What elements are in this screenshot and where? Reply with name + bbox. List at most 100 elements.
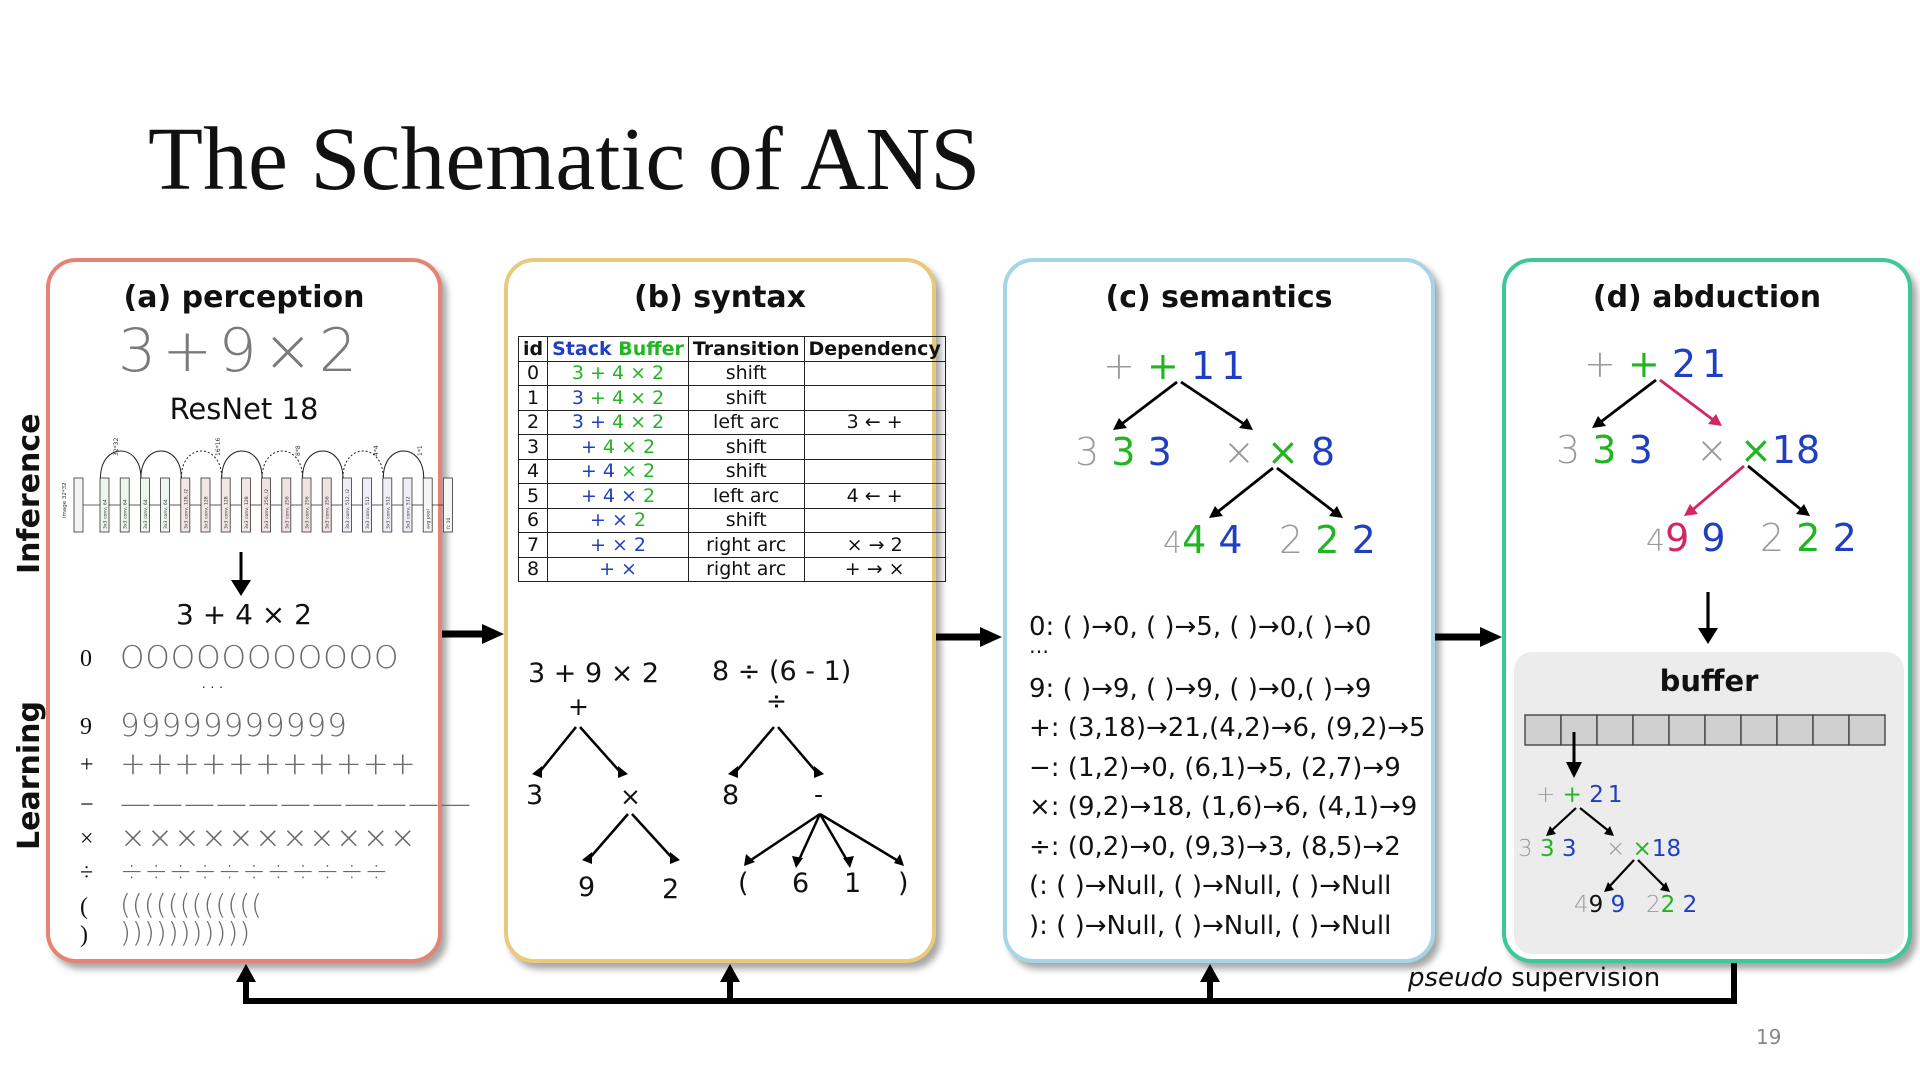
sem-lr-sym: 2 xyxy=(1315,518,1340,562)
abd-tree-edges xyxy=(1592,378,1810,644)
abd-mid-sym: × xyxy=(1739,428,1772,472)
tree2-c2: 6 xyxy=(792,868,810,899)
cell-transition: shift xyxy=(687,507,805,533)
cell-id: 4 xyxy=(517,458,549,484)
sem-left-hand: 3 xyxy=(1075,430,1100,474)
semantic-rule: +: (3,18)→21,(4,2)→6, (9,2)→5 xyxy=(1029,713,1426,743)
handwritten-expression: 3+9×2 xyxy=(118,316,364,386)
cell-transition: right arc xyxy=(687,532,805,558)
cell-buffer: 4 × 2 xyxy=(611,411,665,434)
cell-stack: + × xyxy=(590,509,628,532)
perception-title: (a) perception xyxy=(123,280,365,315)
mini-lr-val: 2 xyxy=(1682,892,1698,918)
sem-mid-hand: × xyxy=(1223,430,1255,474)
mini-lr-hand: 2 xyxy=(1646,892,1661,918)
cell-stack: + 4 xyxy=(580,460,615,483)
learning-row-label: ) xyxy=(80,922,88,948)
perception-output: 3 + 4 × 2 xyxy=(176,598,312,631)
feedback-loop xyxy=(243,963,1737,1004)
sem-root-hand: + xyxy=(1103,344,1135,388)
sem-ll-hand: 4 xyxy=(1163,526,1183,561)
tree1-edges xyxy=(532,726,904,868)
mini-lr-node: 22 2 xyxy=(1646,892,1697,918)
semantics-title: (c) semantics xyxy=(1105,280,1333,315)
buffer-cell xyxy=(1704,714,1742,746)
resnet-skip-arc xyxy=(180,450,223,479)
mini-root-node: + + 21 xyxy=(1536,782,1626,808)
semantic-rule: −: (1,2)→0, (6,1)→5, (2,7)→9 xyxy=(1029,752,1401,783)
resnet-skip-arc xyxy=(100,450,142,479)
resnet-input-label: image 32*32 xyxy=(62,482,68,518)
table-row: 8+ ×right arc+ → × xyxy=(517,556,946,582)
resnet-layer-label: 3x3 conv, 64 xyxy=(103,499,109,529)
cell-buffer: 3 + 4 × 2 xyxy=(571,362,665,385)
abd-left-node: 3 3 3 xyxy=(1556,428,1653,472)
cell-buffer: × 2 xyxy=(621,460,656,483)
resnet-layer-label: 3x3 conv, 512, /2 xyxy=(345,489,351,529)
cell-stack: 3 xyxy=(571,386,584,409)
mini-mid-node: × ×18 xyxy=(1606,836,1681,862)
resnet-size-label: 4*4 xyxy=(373,445,380,456)
cell-id: 3 xyxy=(517,434,549,460)
resnet-layer-label: 3x3 conv, 256 xyxy=(305,496,311,529)
resnet-size-label: 32*32 xyxy=(113,438,120,456)
sem-mid-sym: × xyxy=(1266,430,1299,474)
abd-left-hand: 3 xyxy=(1556,428,1581,472)
resnet-layer-label: 3x3 conv, 64 xyxy=(123,499,129,529)
mini-ll-val: 9 xyxy=(1610,892,1626,918)
cell-buffer: 2 xyxy=(633,509,647,532)
abduction-panel: (d) abduction + + 21 3 3 3 × ×18 49 9 2 … xyxy=(1502,258,1912,963)
resnet-layer-label: 3x3 conv, 512 xyxy=(385,496,391,529)
tree2-expression: 8 ÷ (6 - 1) xyxy=(712,656,852,687)
syntax-panel: (b) syntax id Stack Buffer Transition De… xyxy=(504,258,946,963)
buffer-cells xyxy=(1524,714,1886,746)
cell-stack: + xyxy=(580,435,597,458)
semantic-rule: … xyxy=(1029,634,1049,658)
learning-row-glyphs: OOOOOOOOOOO xyxy=(120,640,400,676)
semantic-rule: ): ( )→Null, ( )→Null, ( )→Null xyxy=(1029,910,1392,941)
sem-left-sym: 3 xyxy=(1111,430,1136,474)
down-arrow-icon xyxy=(231,552,251,596)
learning-row-glyphs: ÷÷÷÷÷÷÷÷÷÷÷ xyxy=(120,854,390,887)
learning-row-glyphs: 99999999999 xyxy=(120,708,348,744)
sem-tree-edges xyxy=(1113,380,1343,518)
cell-stack-buffer: + 4 × 2 xyxy=(547,434,689,460)
abd-mid-node: × ×18 xyxy=(1696,428,1820,472)
mini-mid-val: 18 xyxy=(1651,836,1682,862)
col-stack: Stack xyxy=(552,337,612,360)
learning-row-label: 9 xyxy=(80,714,92,740)
model-name: ResNet 18 xyxy=(169,392,319,426)
abd-mid-hand: × xyxy=(1696,428,1728,472)
tree1-lr: 2 xyxy=(662,874,680,905)
sem-ll-node: 44 4 xyxy=(1163,518,1243,562)
sem-left-node: 3 3 3 xyxy=(1075,430,1172,474)
semantic-rule: 0: ( )→0, ( )→5, ( )→0,( )→0 xyxy=(1029,612,1372,642)
abd-mid-val: 18 xyxy=(1771,428,1821,472)
semantic-rule: 9: ( )→9, ( )→9, ( )→0,( )→9 xyxy=(1029,673,1372,704)
sem-ll-val: 4 xyxy=(1218,518,1243,562)
mini-ll-hand: 4 xyxy=(1574,892,1589,918)
abd-ll-sym: 9 xyxy=(1665,516,1690,560)
pseudo-italic: pseudo xyxy=(1408,963,1503,993)
syntax-title: (b) syntax xyxy=(633,280,807,315)
resnet-size-label: 16*16 xyxy=(215,438,222,456)
resnet-layer-label: 3x3 conv, 256 xyxy=(284,496,290,529)
abd-root-sym: + xyxy=(1627,342,1660,386)
buffer-cell xyxy=(1668,714,1706,746)
abd-left-sym: 3 xyxy=(1592,428,1617,472)
supervision-text: supervision xyxy=(1502,963,1661,993)
tree1-ll: 9 xyxy=(578,872,596,903)
cell-dependency: + → × xyxy=(803,556,946,582)
cell-stack-buffer: + 4 × 2 xyxy=(547,458,689,484)
resnet-skip-arc xyxy=(382,450,425,479)
learning-row-glyphs: +++++++++++ xyxy=(120,746,417,782)
cell-stack: + × xyxy=(599,558,637,581)
mini-left-node: 3 3 3 xyxy=(1518,836,1577,862)
mini-root-val: 21 xyxy=(1589,782,1627,808)
mini-lr-sym: 2 xyxy=(1660,892,1676,918)
